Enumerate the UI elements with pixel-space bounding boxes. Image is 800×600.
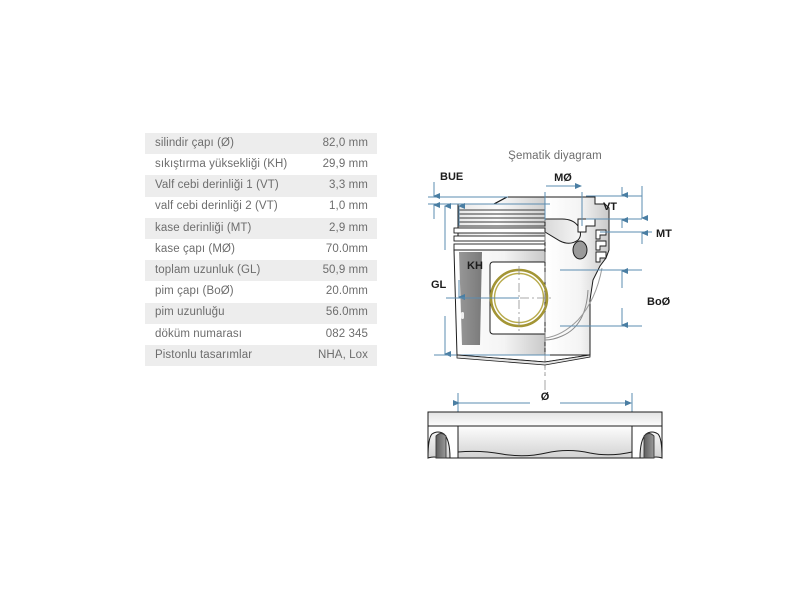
ring-groove-recesses	[453, 227, 546, 251]
spec-value: 1,0 mm	[329, 200, 368, 213]
bottom-view-top-land	[427, 411, 663, 427]
table-row: kase çapı (MØ) 70.0mm	[145, 238, 377, 261]
combustion-bowl	[544, 218, 581, 244]
crown-chamfer-line	[493, 196, 508, 205]
spec-key: valf cebi derinliği 2 (VT)	[155, 200, 278, 213]
dimension-annotations-side-view	[428, 182, 652, 357]
piston-schematic-drawing: BUE MØ VT MT KH GL BoØ Ø	[427, 171, 672, 459]
label-bo: BoØ	[647, 296, 671, 308]
spec-value: 82,0 mm	[322, 136, 368, 149]
spec-key: Valf cebi derinliği 1 (VT)	[155, 179, 279, 192]
table-row: sıkıştırma yüksekliği (KH) 29,9 mm	[145, 154, 377, 176]
inner-skirt-curve	[544, 289, 589, 341]
bottom-view-right-cutout	[631, 425, 663, 459]
label-kh: KH	[467, 260, 483, 272]
inner-skirt-curve-2	[544, 267, 603, 339]
schematic-diagram-panel: Şematik diyagram	[410, 140, 700, 470]
table-row: döküm numarası 082 345	[145, 323, 377, 345]
spec-value: 2,9 mm	[329, 221, 368, 234]
table-row: kase derinliği (MT) 2,9 mm	[145, 217, 377, 239]
bottom-view-left-cutout	[427, 425, 459, 459]
diagram-title: Şematik diyagram	[508, 150, 602, 162]
table-row: silindir çapı (Ø) 82,0 mm	[145, 133, 377, 155]
bottom-view-separator-lines	[457, 426, 633, 458]
spec-value: NHA, Lox	[317, 348, 368, 361]
label-mt: MT	[656, 228, 672, 240]
label-vt: VT	[603, 201, 617, 213]
ring-groove-lines	[458, 209, 545, 227]
label-gl: GL	[431, 279, 447, 291]
table-row: Pistonlu tasarımlar NHA, Lox	[145, 344, 377, 367]
spec-value: 70.0mm	[325, 242, 368, 255]
pin-bore-centre-cross	[486, 266, 552, 332]
bottom-view-broken-edge	[457, 450, 633, 457]
spec-key: pim uzunluğu	[155, 306, 225, 319]
spec-value: 50,9 mm	[322, 263, 368, 276]
label-mo: MØ	[554, 172, 572, 184]
spec-key: döküm numarası	[155, 327, 243, 340]
spec-key: kase derinliği (MT)	[155, 221, 252, 234]
left-cutout-slot	[435, 433, 447, 459]
oil-drain-hole	[572, 240, 588, 260]
piston-side-section-view	[453, 192, 610, 376]
ring-groove-teeth-right	[595, 229, 607, 263]
table-row: pim çapı (BoØ) 20.0mm	[145, 281, 377, 303]
label-diameter: Ø	[541, 391, 550, 403]
spec-key: pim çapı (BoØ)	[155, 285, 234, 298]
table-row: pim uzunluğu 56.0mm	[145, 302, 377, 324]
spec-key: kase çapı (MØ)	[155, 242, 236, 255]
spec-value: 20.0mm	[325, 285, 368, 298]
spec-value: 29,9 mm	[322, 158, 368, 171]
spec-value: 082 345	[325, 327, 368, 340]
table-row: Valf cebi derinliği 1 (VT) 3,3 mm	[145, 175, 377, 197]
piston-specification-table: silindir çapı (Ø) 82,0 mm sıkıştırma yüks…	[145, 133, 377, 367]
spec-key: silindir çapı (Ø)	[155, 136, 235, 149]
spec-value: 3,3 mm	[329, 179, 368, 192]
piston-bottom-view: Ø	[427, 360, 663, 459]
spec-value: 56.0mm	[325, 306, 368, 319]
label-bue: BUE	[440, 171, 463, 183]
spec-key: sıkıştırma yüksekliği (KH)	[155, 158, 288, 171]
dimension-text-labels-side: BUE MØ VT MT KH GL BoØ	[431, 171, 672, 308]
side-view-skirt-tail-fill	[456, 354, 591, 366]
spec-key: Pistonlu tasarımlar	[155, 348, 253, 361]
skirt-notch-mark	[461, 312, 464, 319]
table-row: valf cebi derinliği 2 (VT) 1,0 mm	[145, 196, 377, 218]
table-row: toplam uzunluk (GL) 50,9 mm	[145, 260, 377, 282]
right-cutout-slot	[643, 433, 655, 459]
spec-key: toplam uzunluk (GL)	[155, 263, 261, 276]
